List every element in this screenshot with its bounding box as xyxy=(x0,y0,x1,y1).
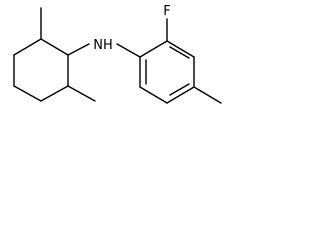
aryl-methyl-bond xyxy=(193,86,222,104)
ring-bond xyxy=(166,86,195,104)
ring-bond xyxy=(139,86,168,104)
aromatic-double-bond xyxy=(169,46,190,59)
n-aryl-bond xyxy=(116,43,141,58)
c-n-bond xyxy=(67,43,90,56)
fluorine-label: F xyxy=(163,4,170,19)
ring-bond xyxy=(40,85,69,102)
aromatic-double-bond xyxy=(169,83,190,96)
cyclohexane-ring xyxy=(13,38,69,102)
ring-bond xyxy=(139,40,168,58)
ring-bond xyxy=(13,38,42,56)
ring-bond xyxy=(40,38,69,56)
amine-label: NH xyxy=(93,38,113,53)
benzene-ring xyxy=(139,40,195,104)
ring-bond xyxy=(13,85,42,102)
molecule-structure: NH F xyxy=(13,4,222,104)
methyl-bond-bottom xyxy=(67,85,96,102)
ring-bond xyxy=(166,40,195,58)
